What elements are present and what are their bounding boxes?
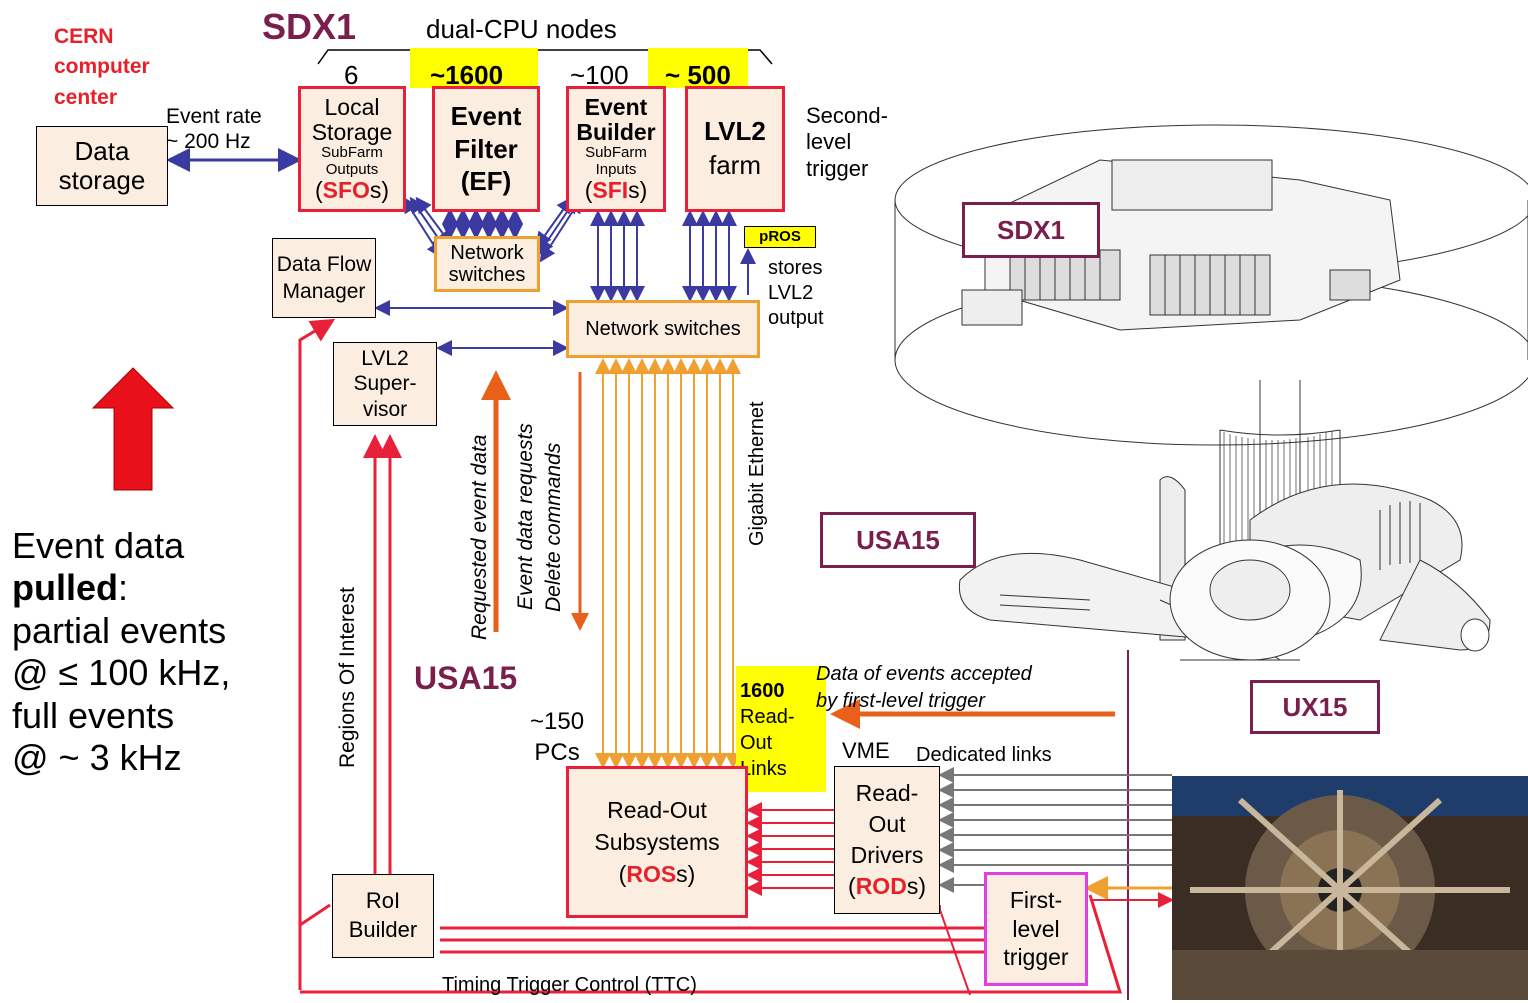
sfi-box[interactable]: Event Builder SubFarm Inputs (SFIs) bbox=[566, 86, 666, 212]
network-switches-small[interactable]: Network switches bbox=[434, 236, 540, 292]
pros-note: stores LVL2 output bbox=[768, 256, 824, 331]
event-pulled-note: Event data pulled: partial events @ ≤ 10… bbox=[12, 525, 230, 780]
event-rate-label: Event rate ~ 200 Hz bbox=[166, 104, 262, 154]
location-usa15: USA15 bbox=[820, 512, 976, 568]
sdx1-title: SDX1 bbox=[262, 6, 356, 48]
location-sdx1: SDX1 bbox=[962, 202, 1100, 258]
dedicated-links-label: Dedicated links bbox=[916, 744, 1052, 767]
cern-computer-center-label: CERN computer center bbox=[54, 22, 150, 113]
vme-label: VME bbox=[842, 738, 890, 764]
sfo-box[interactable]: Local Storage SubFarm Outputs (SFOs) bbox=[298, 86, 406, 212]
lvl2-mainsw-links bbox=[690, 214, 729, 298]
ttc-rod-link bbox=[940, 905, 970, 995]
event-data-requests-label: Event data requests bbox=[514, 423, 538, 610]
gigabit-ethernet-label: Gigabit Ethernet bbox=[746, 401, 769, 546]
ef-netsw-links bbox=[450, 212, 515, 236]
pull-direction-arrow bbox=[93, 368, 173, 490]
lvl2-farm-box[interactable]: LVL2 farm bbox=[685, 86, 785, 212]
requested-event-data-label: Requested event data bbox=[468, 435, 492, 641]
data-storage-line1: Data bbox=[75, 137, 130, 166]
ttc-label: Timing Trigger Control (TTC) bbox=[442, 974, 697, 997]
sfi-mainsw-links bbox=[598, 214, 637, 298]
switch-ros-links bbox=[603, 362, 733, 765]
regions-of-interest-label: Regions Of Interest bbox=[336, 587, 360, 768]
read-out-links-label: 1600 Read- Out Links bbox=[740, 678, 794, 782]
rod-box[interactable]: Read- Out Drivers (RODs) bbox=[834, 766, 940, 914]
location-ux15: UX15 bbox=[1250, 680, 1380, 734]
data-storage-line2: storage bbox=[59, 166, 146, 195]
data-flow-manager-box[interactable]: Data Flow Manager bbox=[272, 238, 376, 318]
ttc-dfm-link bbox=[300, 322, 330, 925]
pros-box[interactable]: pROS bbox=[744, 226, 816, 248]
roi-builder-box[interactable]: RoI Builder bbox=[332, 874, 434, 958]
usa15-title: USA15 bbox=[414, 660, 517, 697]
trigger-roi-links bbox=[440, 928, 985, 952]
event-filter-box[interactable]: Event Filter (EF) bbox=[432, 86, 540, 212]
pcs-label: ~150 PCs bbox=[530, 706, 584, 768]
atlas-detector-photo bbox=[1172, 776, 1528, 1000]
rod-ros-links bbox=[750, 810, 835, 888]
ros-box[interactable]: Read-Out Subsystems (ROSs) bbox=[566, 766, 748, 918]
lvl2-supervisor-box[interactable]: LVL2 Super- visor bbox=[333, 342, 437, 426]
second-level-trigger-label: Second- level trigger bbox=[806, 103, 888, 182]
dual-cpu-label: dual-CPU nodes bbox=[426, 14, 617, 45]
dedicated-links bbox=[942, 775, 1172, 885]
network-switches-main[interactable]: Network switches bbox=[566, 300, 760, 358]
delete-commands-label: Delete commands bbox=[542, 443, 566, 612]
first-level-trigger-box[interactable]: First- level trigger bbox=[984, 872, 1088, 986]
data-accepted-label: Data of events accepted by first-level t… bbox=[816, 661, 1032, 715]
data-storage-box[interactable]: Data storage bbox=[36, 126, 168, 206]
